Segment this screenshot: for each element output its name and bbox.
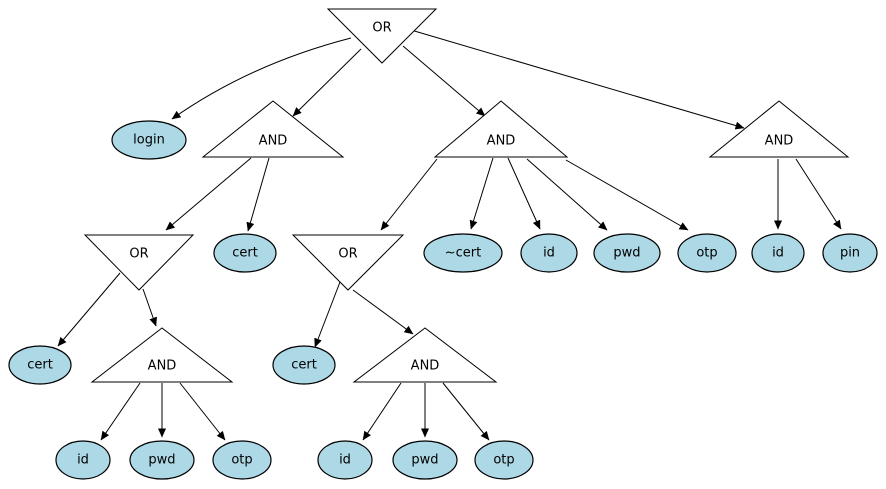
edge-and-4-to-id-c — [100, 382, 141, 441]
node-otp-d-label: otp — [493, 453, 514, 468]
edge-or-root-to-and-2 — [402, 45, 486, 117]
leaf-ellipse-otp-d — [474, 440, 534, 480]
node-id-a: id — [520, 233, 578, 273]
node-pwd-c: pwd — [129, 440, 195, 480]
node-otp-a-label: otp — [696, 246, 717, 261]
leaf-ellipse-pin — [822, 233, 878, 273]
node-id-d-label: id — [339, 453, 351, 468]
edge-and-1-to-cert-a — [246, 157, 270, 232]
edge-or-1-to-cert-b — [57, 272, 121, 347]
leaf-ellipse-cert-b — [8, 345, 72, 385]
node-or-1: OR — [83, 234, 195, 291]
leaf-ellipse-login — [111, 120, 187, 160]
leaf-ellipse-otp-c — [212, 440, 272, 480]
edge-or-2-to-cert-c — [314, 281, 341, 348]
leaf-ellipse-pwd-d — [392, 440, 458, 480]
node-id-b: id — [751, 233, 805, 273]
node-or-2-label: OR — [338, 247, 357, 262]
node-id-c-label: id — [77, 453, 89, 468]
node-otp-c: otp — [212, 440, 272, 480]
and-gate-icon-and-2 — [433, 100, 569, 158]
edge-and-3-to-pin — [795, 158, 842, 230]
node-pwd-d-label: pwd — [411, 453, 438, 468]
edge-and-2-to-id-a — [507, 157, 541, 230]
edge-and-5-to-id-d — [362, 382, 402, 441]
node-cert-a-label: cert — [232, 246, 258, 261]
and-gate-icon-and-1 — [201, 100, 345, 158]
node-and-1-label: AND — [259, 134, 288, 149]
edge-or-2-to-and-5 — [352, 289, 414, 335]
node-id-d: id — [317, 440, 373, 480]
and-gate-icon-and-3 — [708, 100, 850, 158]
or-gate-icon-or-root — [326, 8, 438, 64]
node-and-5-label: AND — [411, 359, 440, 374]
node-cert-a: cert — [213, 233, 277, 273]
leaf-ellipse-not-cert — [423, 233, 503, 273]
node-and-3-label: AND — [765, 134, 794, 149]
node-or-1-label: OR — [129, 247, 148, 262]
node-or-root: OR — [326, 8, 438, 64]
leaf-ellipse-cert-a — [213, 233, 277, 273]
node-or-2: OR — [291, 234, 405, 291]
node-cert-c: cert — [272, 345, 336, 385]
leaf-ellipse-pwd-c — [129, 440, 195, 480]
edge-or-1-to-and-4 — [142, 288, 157, 327]
node-otp-c-label: otp — [231, 453, 252, 468]
edge-or-root-to-login — [171, 37, 352, 120]
node-otp-a: otp — [677, 233, 737, 273]
node-and-1: AND — [201, 100, 345, 158]
edge-and-4-to-otp-c — [179, 382, 226, 441]
node-not-cert: ~cert — [423, 233, 503, 273]
edge-and-2-to-pwd-a — [526, 158, 608, 231]
leaf-ellipse-id-b — [751, 233, 805, 273]
node-cert-b-label: cert — [27, 358, 53, 373]
node-cert-b: cert — [8, 345, 72, 385]
node-pwd-a-label: pwd — [613, 246, 640, 261]
node-login-label: login — [133, 133, 165, 148]
leaf-ellipse-id-a — [520, 233, 578, 273]
node-pwd-c-label: pwd — [148, 453, 175, 468]
node-and-4: AND — [90, 327, 234, 383]
node-pin: pin — [822, 233, 878, 273]
leaf-ellipse-id-c — [55, 440, 111, 480]
leaf-ellipse-pwd-a — [593, 233, 661, 273]
leaf-ellipse-cert-c — [272, 345, 336, 385]
edge-and-2-to-not-cert — [469, 157, 494, 230]
node-cert-c-label: cert — [291, 358, 317, 373]
edge-and-5-to-otp-d — [442, 382, 490, 441]
node-login: login — [111, 120, 187, 160]
edge-and-2-to-otp-a — [565, 159, 689, 231]
edge-and-2-to-or-2 — [380, 158, 438, 231]
node-and-5: AND — [352, 327, 498, 383]
leaf-ellipse-otp-a — [677, 233, 737, 273]
node-and-4-label: AND — [148, 359, 177, 374]
leaf-ellipse-id-d — [317, 440, 373, 480]
node-and-3: AND — [708, 100, 850, 158]
node-not-cert-label: ~cert — [445, 246, 481, 261]
or-gate-icon-or-1 — [83, 234, 195, 291]
node-and-2: AND — [433, 100, 569, 158]
edge-or-root-to-and-1 — [292, 48, 362, 117]
node-id-c: id — [55, 440, 111, 480]
edge-and-1-to-or-1 — [165, 157, 252, 231]
or-gate-icon-or-2 — [291, 234, 405, 291]
node-pwd-d: pwd — [392, 440, 458, 480]
node-and-2-label: AND — [487, 134, 516, 149]
node-otp-d: otp — [474, 440, 534, 480]
node-id-b-label: id — [772, 246, 784, 261]
edge-or-root-to-and-3 — [410, 29, 745, 130]
node-pin-label: pin — [840, 246, 860, 261]
and-gate-icon-and-4 — [90, 327, 234, 383]
node-or-root-label: OR — [372, 21, 391, 36]
node-pwd-a: pwd — [593, 233, 661, 273]
and-gate-icon-and-5 — [352, 327, 498, 383]
node-id-a-label: id — [543, 246, 555, 261]
